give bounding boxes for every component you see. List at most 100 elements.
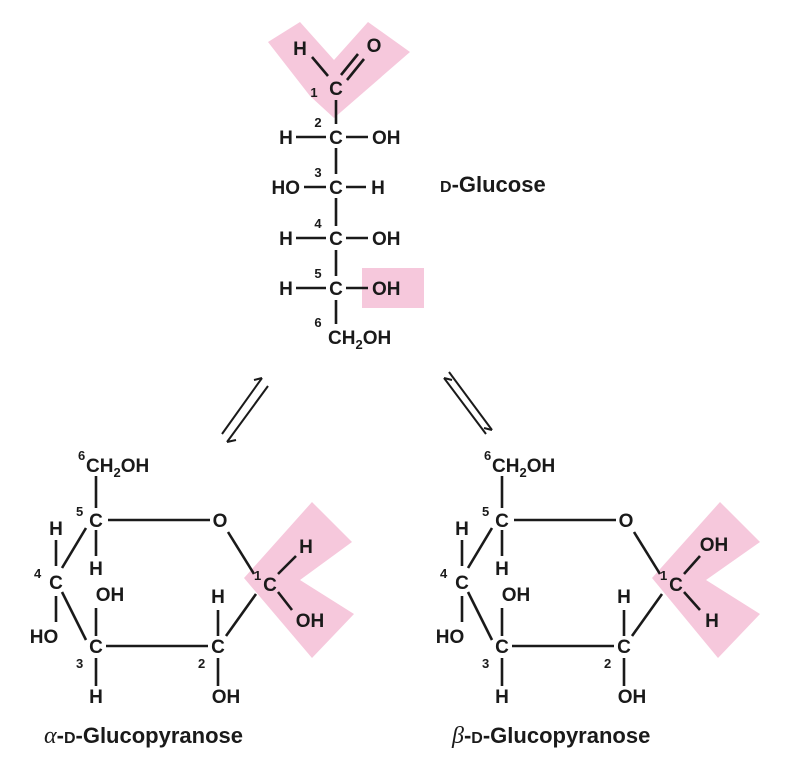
alpha-name-label: α-D-Glucopyranose bbox=[44, 723, 243, 749]
beta-c1-oh: OH bbox=[700, 535, 729, 556]
alpha-c5-h: H bbox=[89, 559, 103, 580]
alpha-c2-oh: OH bbox=[212, 687, 241, 708]
alpha-name: -Glucopyranose bbox=[76, 723, 243, 748]
beta-d-prefix: D bbox=[471, 730, 483, 747]
beta-c2-oh: OH bbox=[618, 687, 647, 708]
beta-c3-oh: OH bbox=[502, 585, 531, 606]
c3-ho: HO bbox=[272, 178, 301, 199]
d-glucose-label: D-Glucose bbox=[440, 172, 546, 197]
alpha-c4-number: 4 bbox=[34, 566, 42, 581]
beta-c6-oh: OH bbox=[527, 456, 556, 477]
c5-h: H bbox=[279, 279, 293, 300]
beta-c4-number: 4 bbox=[440, 566, 448, 581]
beta-c4-ho: HO bbox=[436, 627, 465, 648]
equilibrium-arrow-left bbox=[221, 377, 269, 443]
alpha-dash: - bbox=[57, 723, 64, 748]
alpha-bond-c1-h bbox=[277, 555, 297, 575]
beta-c2-h: H bbox=[617, 587, 631, 608]
alpha-ring-o-c1 bbox=[226, 531, 256, 575]
alpha-c1-h: H bbox=[299, 537, 313, 558]
beta-c6-subscript: 2 bbox=[519, 465, 526, 480]
beta-c6-ch2oh: CH2OH bbox=[492, 456, 555, 480]
alpha-greek-letter: α bbox=[44, 723, 57, 749]
beta-c2-carbon: C bbox=[617, 637, 631, 658]
alpha-ring-c4-c5 bbox=[60, 527, 88, 569]
c6-number: 6 bbox=[314, 315, 321, 330]
alpha-ring-c3-c4 bbox=[60, 591, 88, 641]
c2-oh: OH bbox=[372, 128, 401, 149]
c6-subscript: 2 bbox=[355, 337, 362, 352]
beta-ring-oxygen: O bbox=[619, 511, 634, 532]
c5-oh: OH bbox=[372, 279, 401, 300]
c6-ch: CH bbox=[328, 328, 355, 349]
alpha-ring-oxygen: O bbox=[213, 511, 228, 532]
alpha-c3-oh: OH bbox=[96, 585, 125, 606]
beta-bond-c1-oh bbox=[683, 555, 701, 575]
d-glucose-prefix: D bbox=[440, 179, 452, 196]
beta-anomeric-highlight bbox=[652, 502, 760, 658]
aldehyde-highlight bbox=[268, 22, 410, 118]
alpha-c6-ch2oh: CH2OH bbox=[86, 456, 149, 480]
beta-c3-carbon: C bbox=[495, 637, 509, 658]
beta-name-label: β-D-Glucopyranose bbox=[451, 723, 650, 749]
c1-carbon: C bbox=[329, 79, 343, 100]
alpha-c6-number: 6 bbox=[78, 448, 85, 463]
beta-c6-ch: CH bbox=[492, 456, 519, 477]
beta-c2-number: 2 bbox=[604, 656, 611, 671]
c5-carbon: C bbox=[329, 279, 343, 300]
alpha-ring-c1-c2 bbox=[224, 593, 258, 637]
c4-h: H bbox=[279, 229, 293, 250]
beta-c1-h: H bbox=[705, 611, 719, 632]
c2-h: H bbox=[279, 128, 293, 149]
alpha-c2-h: H bbox=[211, 587, 225, 608]
beta-c5-h: H bbox=[495, 559, 509, 580]
beta-c5-carbon: C bbox=[495, 511, 509, 532]
alpha-c1-oh: OH bbox=[296, 611, 325, 632]
c5-number: 5 bbox=[314, 266, 321, 281]
alpha-c5-number: 5 bbox=[76, 504, 83, 519]
beta-c3-number: 3 bbox=[482, 656, 489, 671]
alpha-c5-carbon: C bbox=[89, 511, 103, 532]
beta-d-glucopyranose: 6 CH2OH 5 C H O H 4 C HO OH 3 C H H 2 C … bbox=[436, 448, 729, 708]
alpha-c1-number: 1 bbox=[254, 568, 261, 583]
beta-c4-carbon: C bbox=[455, 573, 469, 594]
beta-ring-c3-c4 bbox=[466, 591, 494, 641]
beta-c1-number: 1 bbox=[660, 568, 667, 583]
alpha-c4-ho: HO bbox=[30, 627, 59, 648]
c3-h: H bbox=[371, 178, 385, 199]
alpha-c3-number: 3 bbox=[76, 656, 83, 671]
c4-carbon: C bbox=[329, 229, 343, 250]
c2-carbon: C bbox=[329, 128, 343, 149]
beta-bond-c1-h bbox=[683, 591, 701, 611]
bond-c1-h bbox=[311, 56, 329, 77]
alpha-c6-subscript: 2 bbox=[113, 465, 120, 480]
beta-name: -Glucopyranose bbox=[483, 723, 650, 748]
beta-dash: - bbox=[464, 723, 471, 748]
beta-c3-h: H bbox=[495, 687, 509, 708]
c4-number: 4 bbox=[314, 216, 322, 231]
c1-o: O bbox=[367, 36, 382, 57]
beta-greek-letter: β bbox=[451, 723, 464, 749]
d-glucose-name: -Glucose bbox=[452, 172, 546, 197]
beta-c6-number: 6 bbox=[484, 448, 491, 463]
alpha-c4-carbon: C bbox=[49, 573, 63, 594]
c3-number: 3 bbox=[314, 165, 321, 180]
beta-c5-number: 5 bbox=[482, 504, 489, 519]
c5-hydroxyl-highlight bbox=[362, 268, 424, 308]
alpha-c2-number: 2 bbox=[198, 656, 205, 671]
alpha-bond-c1-oh bbox=[276, 591, 294, 611]
beta-c1-carbon: C bbox=[669, 575, 683, 596]
alpha-c2-carbon: C bbox=[211, 637, 225, 658]
alpha-c3-carbon: C bbox=[89, 637, 103, 658]
alpha-d-prefix: D bbox=[64, 730, 76, 747]
c4-oh: OH bbox=[372, 229, 401, 250]
alpha-c6-ch: CH bbox=[86, 456, 113, 477]
c1-h: H bbox=[293, 39, 307, 60]
c3-carbon: C bbox=[329, 178, 343, 199]
alpha-c3-h: H bbox=[89, 687, 103, 708]
bond-c1-o-a bbox=[339, 53, 360, 76]
beta-ring-c1-c2 bbox=[630, 593, 664, 637]
beta-c4-h: H bbox=[455, 519, 469, 540]
c1-number: 1 bbox=[310, 85, 317, 100]
